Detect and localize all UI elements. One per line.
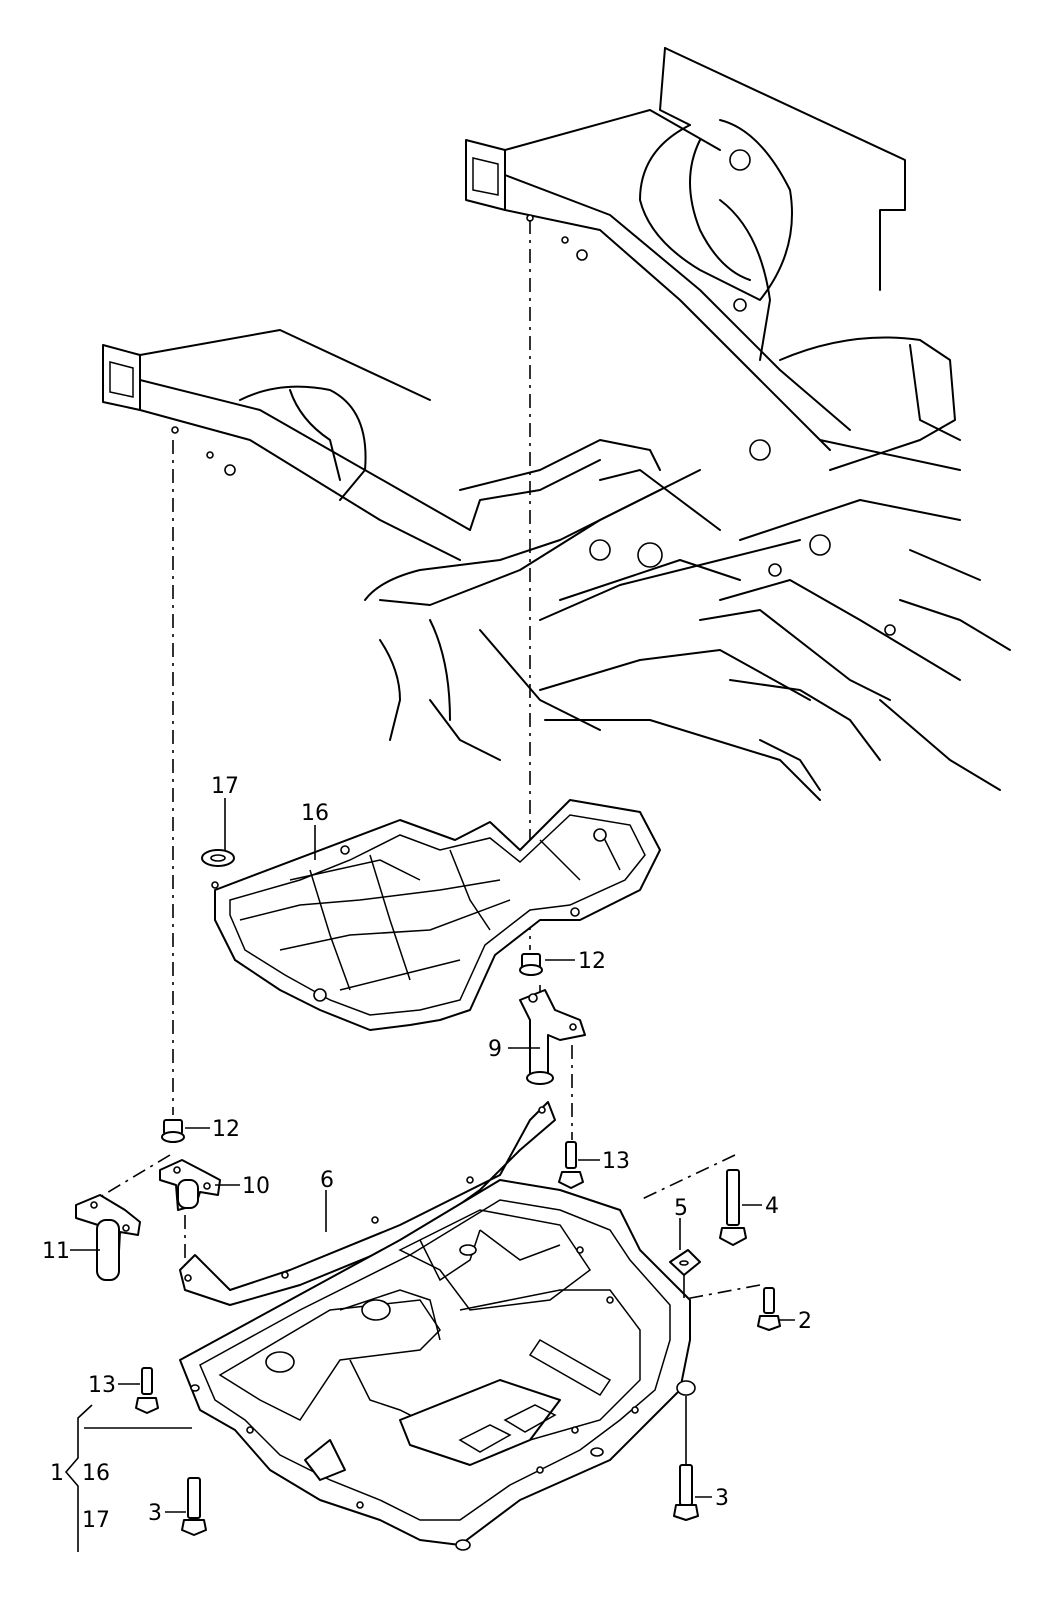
alignment-dash-lines	[94, 220, 761, 1301]
callout-12-right: 12	[578, 949, 606, 974]
part-13-bolt-right	[558, 1141, 584, 1189]
vehicle-underbody-frame	[102, 47, 1011, 801]
part-3-bolt-right	[673, 1464, 699, 1521]
part-5-clip	[669, 1249, 701, 1298]
part-16-insulation-mat	[211, 799, 661, 1031]
callout-13-right: 13	[602, 1149, 630, 1174]
callout-16-member: 16	[82, 1461, 110, 1486]
part-11-bracket	[75, 1194, 141, 1281]
part-10-bracket	[159, 1159, 221, 1211]
callout-10: 10	[242, 1174, 270, 1199]
callout-3-right: 3	[715, 1486, 729, 1511]
part-2-screw	[757, 1287, 781, 1331]
callout-5: 5	[674, 1196, 688, 1221]
part-6-reinforcement-strip	[179, 1101, 556, 1306]
fasteners	[135, 1141, 781, 1536]
callout-4: 4	[765, 1194, 779, 1219]
callout-1-assembly: 1	[50, 1461, 64, 1486]
part-3-bolt-left	[181, 1477, 207, 1536]
callout-11: 11	[42, 1239, 70, 1264]
callout-12-left: 12	[212, 1117, 240, 1142]
callout-leaders	[64, 798, 795, 1552]
callout-17-top: 17	[211, 774, 239, 799]
callout-labels: 17 16 12 9 12 13 10 6 11 5 4 2 13 3 3 1 …	[42, 774, 812, 1533]
part-9-bracket	[519, 989, 586, 1085]
part-4-bolt	[719, 1169, 747, 1246]
callout-17-member: 17	[82, 1508, 110, 1533]
callout-2: 2	[798, 1309, 812, 1334]
callout-6: 6	[320, 1168, 334, 1193]
callout-16-top: 16	[301, 801, 329, 826]
part-12-nut-left	[161, 1119, 185, 1143]
part-13-bolt-left	[135, 1367, 159, 1414]
part-17-grommet	[201, 849, 235, 867]
callout-3-left: 3	[148, 1501, 162, 1526]
part-12-nut-right	[519, 953, 543, 976]
part-1-engine-guard	[179, 1179, 696, 1551]
callout-13-left: 13	[88, 1373, 116, 1398]
callout-9: 9	[488, 1037, 502, 1062]
